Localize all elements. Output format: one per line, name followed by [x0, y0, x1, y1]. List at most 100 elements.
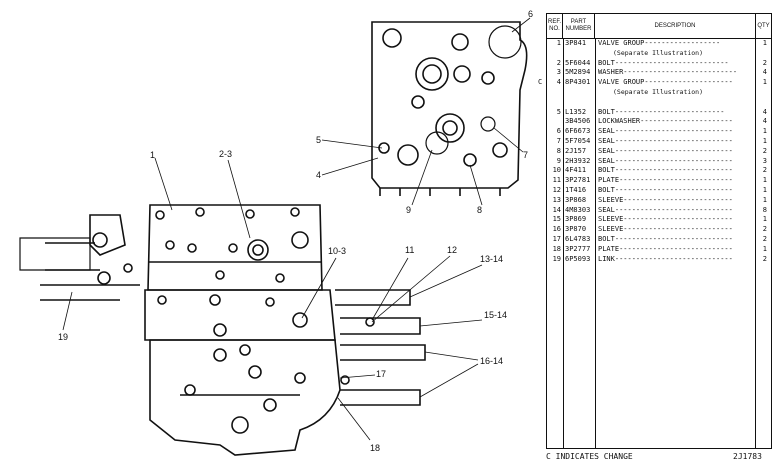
description: VALVE GROUP---------------------	[598, 78, 733, 87]
part-number: 3P869	[565, 215, 587, 224]
callout-labels: 1 2-3 6 5 4 7 9 8 10-3 11 12 13-14 15-14…	[58, 9, 533, 453]
quantity: 2	[762, 58, 767, 67]
callout-15-14: 15-14	[484, 310, 507, 320]
table-row: (Separate Illustration)	[547, 49, 771, 59]
callout-9: 9	[406, 205, 411, 215]
description: BOLT--------------------------	[598, 107, 725, 116]
callout-8: 8	[477, 205, 482, 215]
quantity: 4	[762, 107, 767, 116]
quantity: 1	[762, 215, 767, 224]
callout-19: 19	[58, 332, 68, 342]
callout-17: 17	[376, 369, 386, 379]
part-number: 6P5093	[565, 254, 591, 263]
quantity: 1	[762, 185, 767, 194]
quantity: 1	[762, 195, 767, 204]
header-qty: QTY	[757, 22, 770, 29]
part-number: 3P870	[565, 225, 587, 234]
ref-no: 14	[552, 205, 561, 214]
column-divider	[595, 39, 596, 448]
ref-no: 18	[552, 244, 561, 253]
header-part-number: PART NUMBER	[563, 14, 595, 38]
quantity: 4	[762, 68, 767, 77]
quantity: 1	[762, 244, 767, 253]
header-ref-no: REF. NO.	[547, 14, 563, 38]
description: PLATE---------------------------	[598, 244, 733, 253]
table-row: 14 4M8303 SEAL----------------------------…	[547, 206, 771, 216]
ref-no: 13	[552, 195, 561, 204]
quantity: 8	[762, 205, 767, 214]
callout-10-3: 10-3	[328, 246, 346, 256]
ref-no: 15	[552, 215, 561, 224]
part-number: 3P2777	[565, 244, 591, 253]
ref-no: 7	[556, 136, 561, 145]
description: PLATE---------------------------	[598, 176, 733, 185]
ref-no: 19	[552, 254, 561, 263]
ref-no: 3	[556, 68, 561, 77]
part-number: 4F411	[565, 166, 587, 175]
table-row: 15 3P869 SLEEVE-------------------------- 1	[547, 215, 771, 225]
description: SLEEVE--------------------------	[598, 215, 733, 224]
description: SLEEVE--------------------------	[598, 195, 733, 204]
part-number: 6L4783	[565, 234, 591, 243]
table-row: 17 6L4783 BOLT----------------------------…	[547, 235, 771, 245]
description: SEAL----------------------------	[598, 136, 733, 145]
quantity: 1	[762, 136, 767, 145]
description: BOLT----------------------------	[598, 234, 733, 243]
part-number: 6F6673	[565, 127, 591, 136]
leader-lines	[62, 17, 531, 441]
ref-no: 16	[552, 225, 561, 234]
ref-no: 6	[556, 127, 561, 136]
quantity: 2	[762, 225, 767, 234]
callout-4: 4	[316, 170, 321, 180]
callout-16-14: 16-14	[480, 356, 503, 366]
column-divider	[563, 39, 564, 448]
header-description: DESCRIPTION	[595, 14, 756, 38]
part-number: 2J157	[565, 146, 587, 155]
callout-11: 11	[405, 245, 414, 255]
ref-no: 11	[552, 176, 561, 185]
column-divider	[755, 39, 756, 448]
quantity: 1	[762, 39, 767, 47]
quantity: 2	[762, 234, 767, 243]
callout-2-3: 2-3	[219, 149, 232, 159]
ref-no: 17	[552, 234, 561, 243]
table-row: (Separate Illustration)	[547, 88, 771, 98]
table-row: 19 6P5093 LINK----------------------------…	[547, 255, 771, 265]
callout-13-14: 13-14	[480, 254, 503, 264]
quantity: 1	[762, 176, 767, 185]
description: WASHER---------------------------	[598, 68, 738, 77]
quantity: 2	[762, 254, 767, 263]
callout-5: 5	[316, 135, 321, 145]
ref-no: 1	[556, 39, 561, 47]
description: SEAL----------------------------	[598, 146, 733, 155]
ref-no: 4	[556, 78, 561, 87]
quantity: 3	[762, 156, 767, 165]
quantity: 2	[762, 146, 767, 155]
description: SEAL----------------------------	[598, 205, 733, 214]
callout-7: 7	[523, 150, 528, 160]
callout-12: 12	[447, 245, 457, 255]
description: BOLT---------------------------	[598, 58, 729, 67]
ref-no: 8	[556, 146, 561, 155]
description: LINK----------------------------	[598, 254, 733, 263]
quantity: 2	[762, 166, 767, 175]
exploded-parts-drawing: 1 2-3 6 5 4 7 9 8 10-3 11 12 13-14 15-14…	[19, 9, 533, 456]
quantity: 1	[762, 78, 767, 87]
part-number: 4M8303	[565, 205, 591, 214]
description: LOCKWASHER----------------------	[598, 117, 733, 126]
ref-no: 2	[556, 58, 561, 67]
description: (Separate Illustration)	[613, 48, 704, 57]
callout-18: 18	[370, 443, 380, 453]
part-number: 3B4506	[565, 117, 591, 126]
table-row: 18 3P2777 PLATE---------------------------…	[547, 245, 771, 255]
